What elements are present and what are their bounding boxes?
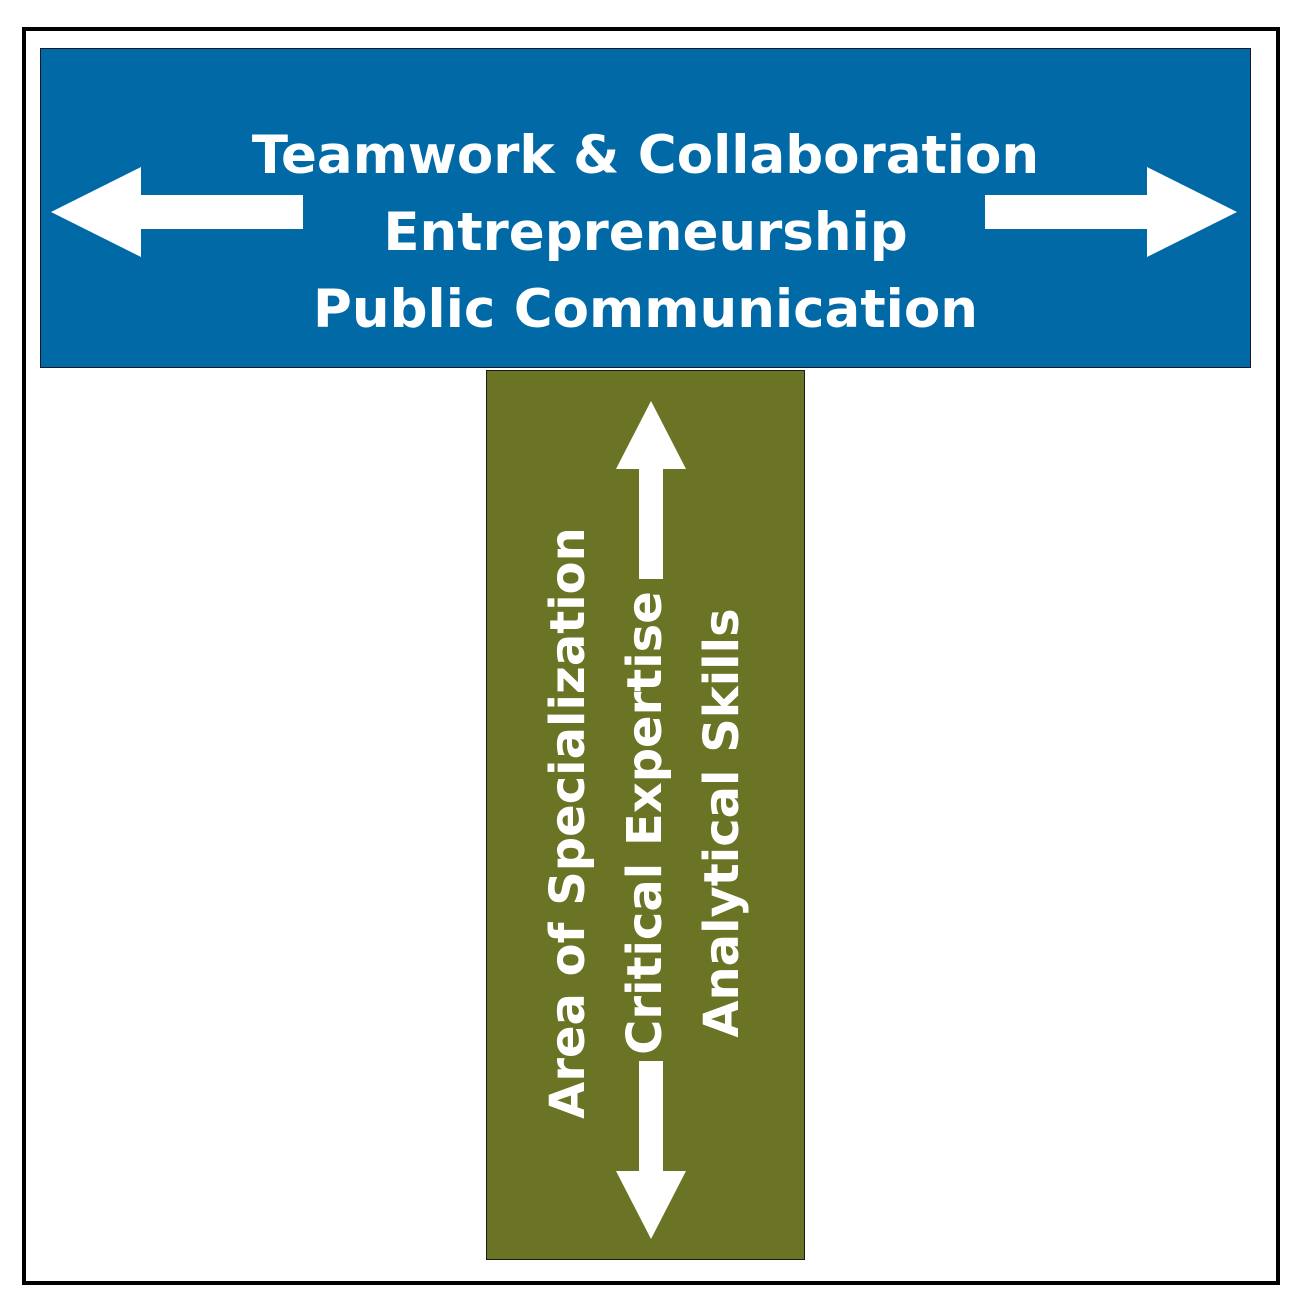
arrow-right-icon <box>985 167 1237 257</box>
vertical-skill-critical-expertise: Critical Expertise <box>617 591 673 1055</box>
horizontal-skill-list: Teamwork & Collaboration Entrepreneurshi… <box>41 117 1250 348</box>
horizontal-skill-public-communication: Public Communication <box>313 279 978 340</box>
vertical-skill-list: Area of Specialization Critical Expertis… <box>530 523 760 1123</box>
horizontal-bar: Teamwork & Collaboration Entrepreneurshi… <box>40 48 1251 368</box>
arrow-up-icon <box>616 401 686 579</box>
horizontal-skill-entrepreneurship: Entrepreneurship <box>383 202 908 263</box>
vertical-bar <box>486 370 805 1260</box>
vertical-skill-analytical-skills: Analytical Skills <box>694 608 750 1038</box>
arrow-left-icon <box>51 167 303 257</box>
horizontal-skill-teamwork: Teamwork & Collaboration <box>251 125 1040 186</box>
arrow-down-icon <box>616 1061 686 1239</box>
vertical-skill-area-of-specialization: Area of Specialization <box>540 527 596 1119</box>
